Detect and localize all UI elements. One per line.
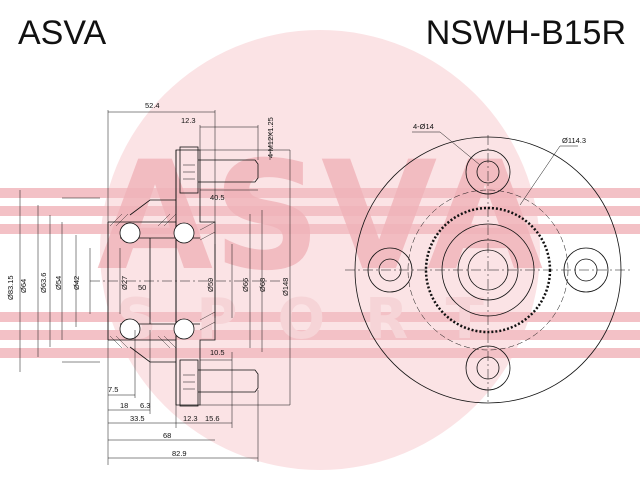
part-number: NSWH-B15R xyxy=(425,14,626,52)
brand-title: ASVA xyxy=(18,14,107,52)
dimension-lines xyxy=(19,110,291,465)
dim-50: 50 xyxy=(138,283,146,292)
dim-83-15: Ø83.15 xyxy=(6,275,15,300)
dim-63-6: Ø63.6 xyxy=(39,273,48,293)
dim-68: Ø68 xyxy=(258,278,267,292)
dim-59: Ø59 xyxy=(206,278,215,292)
dim-54: Ø54 xyxy=(54,276,63,290)
dim-33-5: 33.5 xyxy=(130,414,145,423)
dim-42: Ø42 xyxy=(72,276,81,290)
hub-hatching xyxy=(109,213,216,349)
dim-10-5: 10.5 xyxy=(210,348,225,357)
dim-68-width: 68 xyxy=(163,431,171,440)
dim-40-5: 40.5 xyxy=(210,193,225,202)
dim-thread: 4-M12X1.25 xyxy=(266,117,275,158)
dim-7-5: 7.5 xyxy=(108,385,118,394)
dim-18: 18 xyxy=(120,401,128,410)
dim-6-3: 6.3 xyxy=(140,401,150,410)
watermark-sub-text: SPORT xyxy=(116,287,524,352)
dim-52-4: 52.4 xyxy=(145,101,160,110)
wheel-stud-bottom xyxy=(179,359,259,407)
wheel-stud-top xyxy=(179,146,259,194)
dim-15-6: 15.6 xyxy=(205,414,220,423)
dim-82-9: 82.9 xyxy=(172,449,187,458)
dim-66: Ø66 xyxy=(241,278,250,292)
front-leaders xyxy=(412,131,578,206)
dim-148: Ø148 xyxy=(281,278,290,296)
front-holes-label: 4-Ø14 xyxy=(413,122,434,131)
dim-64: Ø64 xyxy=(19,279,28,293)
dim-12-3-bottom: 12.3 xyxy=(183,414,198,423)
watermark-stripes xyxy=(0,188,640,358)
dim-12-3-top: 12.3 xyxy=(181,116,196,125)
front-pcd-label: Ø114.3 xyxy=(562,136,586,145)
front-centerlines xyxy=(345,135,632,405)
dim-27: Ø27 xyxy=(120,276,129,290)
